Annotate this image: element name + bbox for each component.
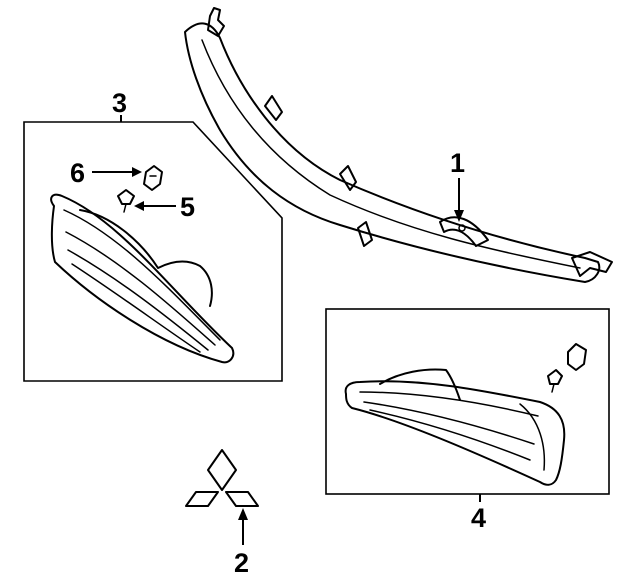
assembly-box-part-3 bbox=[23, 121, 283, 382]
callout-4: 4 bbox=[471, 503, 486, 533]
screw-in-part-4[interactable] bbox=[547, 369, 563, 393]
grille-insert-left-part-3[interactable] bbox=[50, 193, 235, 364]
clip-part-6[interactable] bbox=[143, 165, 163, 191]
clip-in-part-4[interactable] bbox=[567, 343, 587, 371]
screw-part-5[interactable] bbox=[117, 189, 135, 213]
callout-5: 5 bbox=[180, 192, 195, 222]
callout-2: 2 bbox=[234, 548, 249, 578]
grille-insert-right-part-4[interactable] bbox=[344, 368, 566, 486]
emblem-part-2[interactable] bbox=[185, 449, 259, 507]
assembly-box-part-4 bbox=[325, 308, 610, 495]
callout-6: 6 bbox=[70, 158, 85, 188]
grille-molding-part-1[interactable] bbox=[184, 7, 613, 283]
callout-1: 1 bbox=[450, 148, 465, 178]
callout-3: 3 bbox=[112, 88, 127, 118]
